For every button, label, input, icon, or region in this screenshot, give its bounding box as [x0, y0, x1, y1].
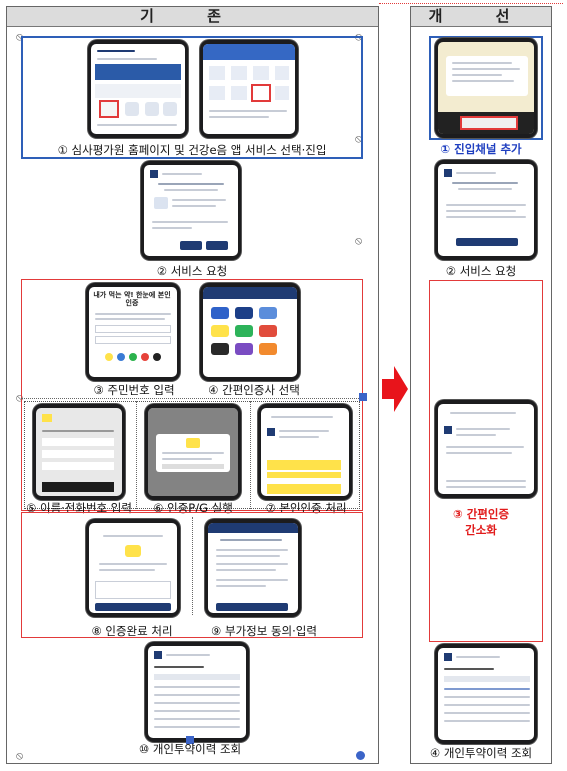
phone-screenshot: [145, 642, 249, 742]
right-arrow-icon: [382, 366, 408, 412]
phone-screen: [438, 648, 534, 740]
step4-caption: ④ 간편인증사 선택: [208, 383, 300, 397]
phone-screenshot: [435, 400, 537, 498]
phone-screen: [89, 523, 177, 613]
phone-screenshot: [141, 161, 241, 260]
before-panel: 기 존: [6, 6, 379, 764]
phone-screen: [208, 523, 298, 613]
phone-screen: [91, 44, 185, 134]
phone-screenshot: [258, 404, 352, 500]
corner-mark-icon: ⦸: [16, 749, 24, 762]
step3-caption: ③ 주민번호 입력: [93, 383, 175, 397]
phone-screenshot: [88, 40, 188, 138]
phone-screen: [438, 164, 534, 256]
phone-screen: [203, 44, 295, 134]
after-panel: 개 선: [410, 6, 552, 764]
phone-screen: [36, 408, 122, 496]
after-step2-caption: ② 서비스 요청: [445, 264, 517, 278]
step2-caption: ② 서비스 요청: [156, 264, 228, 278]
corner-mark-icon: ⦸: [16, 391, 24, 404]
phone-screenshot: [33, 404, 125, 500]
auth-title: 내가 먹는 약! 한눈에 본인인증: [93, 291, 171, 307]
phone-screen: [438, 42, 534, 134]
corner-mark-icon: ⦸: [355, 132, 363, 145]
phone-screenshot: [435, 160, 537, 260]
after-step3-caption-line1: ③ 간편인증: [452, 507, 510, 521]
step6-caption: ⑥ 인증P/G 실행: [153, 501, 233, 515]
phone-screen: [148, 646, 246, 738]
top-dotted-rule: [379, 3, 563, 4]
step9-caption: ⑨ 부가정보 동의·입력: [211, 624, 317, 638]
step5-caption: ⑤ 이름·전화번호 입력: [26, 501, 132, 515]
after-step1-group: [429, 36, 543, 140]
step1-group: [21, 36, 363, 159]
phone-screen: [438, 404, 534, 494]
phone-screenshot: [435, 644, 537, 744]
phone-screenshot: [205, 519, 301, 617]
steps5-7-dotted-box: [24, 401, 360, 509]
step1-caption: ① 심사평가원 홈페이지 및 건강e음 앱 서비스 선택·진입: [57, 143, 327, 157]
phone-screenshot: [145, 404, 241, 500]
phone-screen: [261, 408, 349, 496]
step8-caption: ⑧ 인증완료 처리: [91, 624, 173, 638]
phone-screen: [144, 165, 238, 256]
phone-screenshot: [435, 38, 537, 138]
handle-circle-icon: [356, 751, 365, 760]
phone-screen: 내가 먹는 약! 한눈에 본인인증: [89, 287, 177, 377]
divider: [250, 401, 251, 509]
corner-mark-icon: ⦸: [355, 234, 363, 247]
before-header: 기 존: [7, 7, 378, 27]
phone-screen: [203, 287, 297, 377]
step10-caption: ⑩ 개인투약이력 조회: [138, 742, 242, 756]
phone-screenshot: [200, 40, 298, 138]
corner-mark-icon: ⦸: [16, 30, 24, 43]
after-step3-caption: ③ 간편인증 간소화: [414, 506, 548, 538]
handle-square-icon: [186, 736, 194, 744]
steps8-9-group: [21, 512, 363, 638]
phone-screenshot: [86, 519, 180, 617]
after-step4-caption: ④ 개인투약이력 조회: [429, 746, 533, 760]
after-step3-group: [429, 280, 543, 642]
divider: [136, 401, 137, 509]
phone-screen: [148, 408, 238, 496]
after-header: 개 선: [411, 7, 551, 27]
step7-caption: ⑦ 본인인증 처리: [265, 501, 347, 515]
phone-screenshot: 내가 먹는 약! 한눈에 본인인증: [86, 283, 180, 381]
corner-square-icon: [359, 393, 367, 401]
divider: [192, 517, 193, 615]
after-step3-caption-line2: 간소화: [465, 523, 497, 537]
after-step1-caption: ① 진입채널 추가: [440, 142, 522, 156]
phone-screenshot: [200, 283, 300, 381]
divider: [21, 398, 363, 399]
